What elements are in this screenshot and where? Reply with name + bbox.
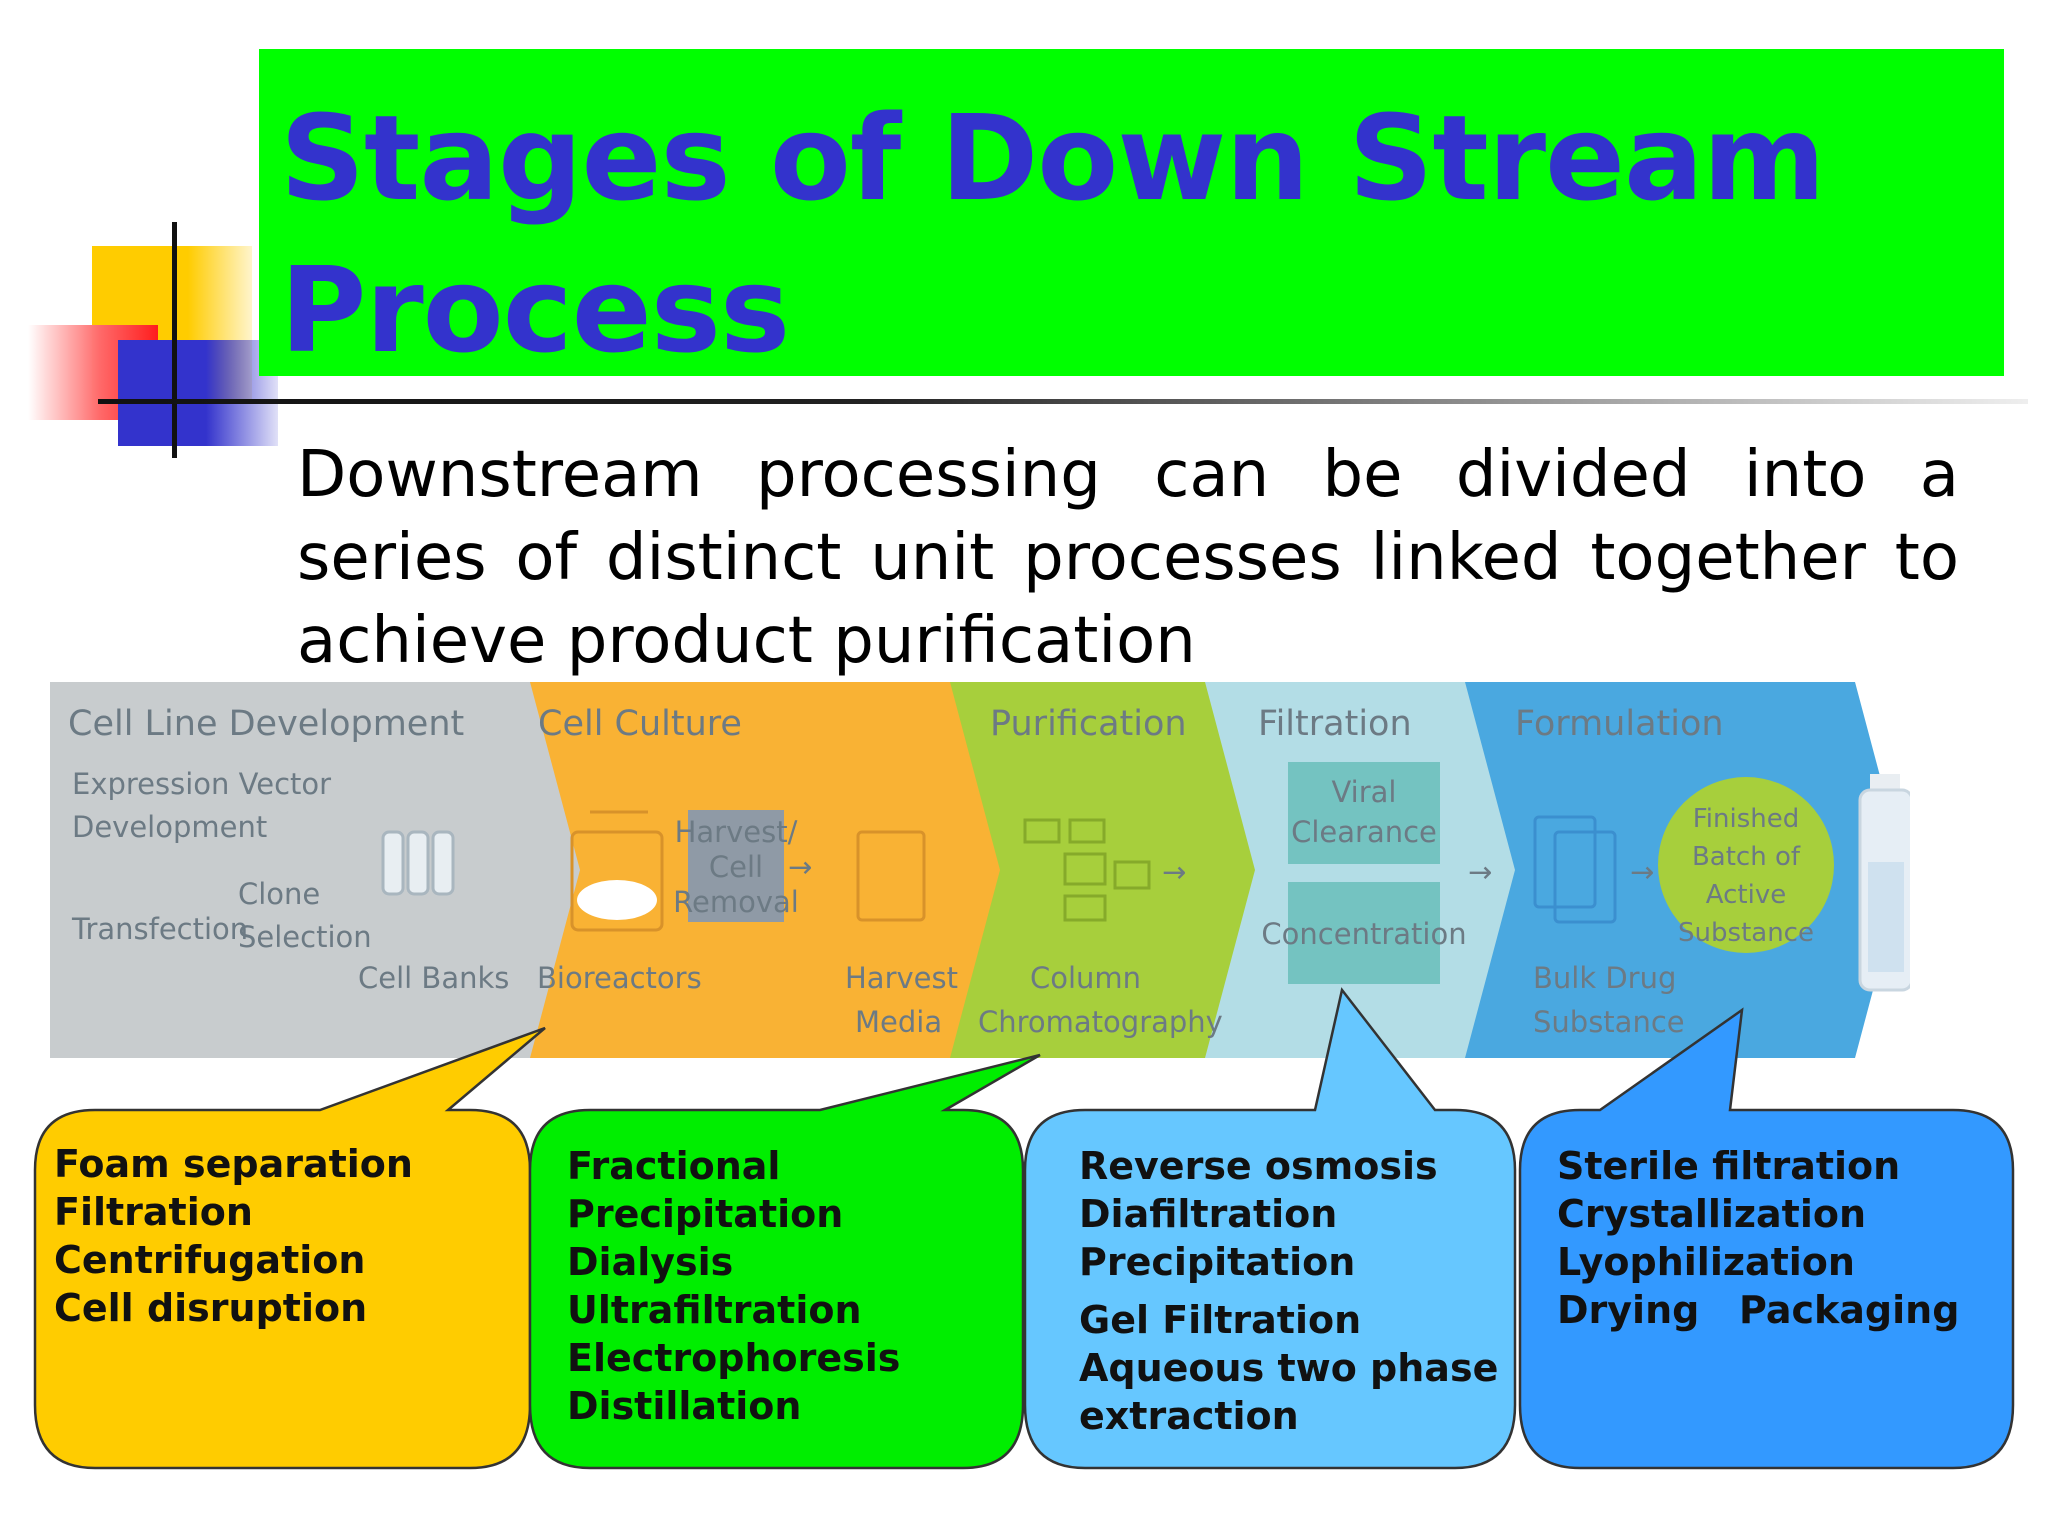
stage-purification-bg xyxy=(930,682,1255,1058)
method-item: Crystallization xyxy=(1557,1192,1867,1236)
callout-filtration-methods: Reverse osmosis Diafiltration Precipitat… xyxy=(1079,1142,1519,1440)
viral-clearance-box xyxy=(1288,762,1440,864)
process-banner-graphic: Cell Line Development Cell Culture Purif… xyxy=(50,682,1910,1058)
method-item: Ultrafiltration xyxy=(567,1288,862,1332)
stage-label: Substance xyxy=(1533,1005,1685,1039)
stage-label: Column xyxy=(1030,961,1141,995)
callout-formulation-methods: Sterile filtration Crystallization Lyoph… xyxy=(1557,1142,1997,1334)
method-item: Fractional xyxy=(567,1144,781,1188)
method-item: Lyophilization xyxy=(1557,1240,1855,1284)
stage-cell-line-bg xyxy=(50,682,580,1058)
column-chromatography-icon xyxy=(1023,818,1151,922)
stage-label: Concentration xyxy=(1261,917,1466,951)
stage-heading-purification: Purification xyxy=(990,704,1187,744)
stage-label: Transfection xyxy=(71,912,248,946)
stage-label: Cell Banks xyxy=(358,961,509,995)
title-underline xyxy=(98,399,2028,404)
stage-heading-cell-line: Cell Line Development xyxy=(68,704,464,744)
slide-title: Stages of Down Stream Process xyxy=(280,89,1826,379)
arrow-icon: → xyxy=(1162,855,1186,889)
stage-label: Removal xyxy=(673,885,799,919)
stage-label: Clearance xyxy=(1291,815,1437,849)
callout-cell-culture-methods: Foam separation Filtration Centrifugatio… xyxy=(54,1140,504,1332)
stage-label: Bioreactors xyxy=(537,961,702,995)
method-item: Reverse osmosis xyxy=(1079,1144,1438,1188)
arrow-icon: → xyxy=(788,850,812,884)
stage-label: Harvest xyxy=(845,961,958,995)
finished-batch-circle xyxy=(1658,777,1834,953)
stage-heading-filtration: Filtration xyxy=(1258,704,1412,744)
method-item: Drying Packaging xyxy=(1557,1288,1960,1332)
method-item: Foam separation xyxy=(54,1142,413,1186)
stage-label: Bulk Drug xyxy=(1533,961,1676,995)
method-item: Filtration xyxy=(54,1190,253,1234)
bioreactor-icon xyxy=(570,810,664,932)
stage-label: Clone xyxy=(238,877,320,911)
product-bottles-icon xyxy=(1858,774,1910,992)
process-banner: Cell Line Development Cell Culture Purif… xyxy=(50,682,1910,1058)
method-item: Diafiltration xyxy=(1079,1192,1338,1236)
stage-label: Harvest/ xyxy=(675,815,798,849)
title-background xyxy=(259,49,2004,376)
concentration-box xyxy=(1288,882,1440,984)
harvest-media-icon xyxy=(856,830,926,922)
method-item: Aqueous two phase xyxy=(1079,1346,1499,1390)
harvest-cell-removal-box xyxy=(688,810,784,922)
arrow-icon: → xyxy=(1468,855,1492,889)
stage-label: Substance xyxy=(1678,918,1814,948)
vials-icon xyxy=(381,830,455,896)
method-item: Centrifugation xyxy=(54,1238,366,1282)
method-item: Sterile filtration xyxy=(1557,1144,1901,1188)
stage-heading-cell-culture: Cell Culture xyxy=(538,704,742,744)
stage-heading-formulation: Formulation xyxy=(1515,704,1724,744)
method-item: Precipitation xyxy=(567,1192,844,1236)
decorative-vertical-line xyxy=(172,222,177,458)
stage-label: Cell xyxy=(709,850,763,884)
bulk-drug-icon xyxy=(1533,815,1617,924)
stage-label: Development xyxy=(72,810,267,844)
callout-purification-methods: Fractional Precipitation Dialysis Ultraf… xyxy=(567,1142,1007,1430)
stage-label: Active xyxy=(1706,880,1786,910)
method-item: extraction xyxy=(1079,1394,1299,1438)
method-item: Electrophoresis xyxy=(567,1336,901,1380)
stage-label: Viral xyxy=(1331,775,1396,809)
method-item: Precipitation xyxy=(1079,1240,1356,1284)
stage-label: Media xyxy=(855,1005,942,1039)
method-item: Distillation xyxy=(567,1384,802,1428)
method-item: Dialysis xyxy=(567,1240,734,1284)
method-item: Gel Filtration xyxy=(1079,1298,1362,1342)
stage-label: Expression Vector xyxy=(72,767,331,801)
decorative-blue-square xyxy=(118,340,278,446)
stage-label: Selection xyxy=(238,920,372,954)
stage-label: Chromatography xyxy=(978,1005,1223,1039)
stage-label: Finished xyxy=(1693,804,1800,834)
intro-paragraph: Downstream processing can be divided int… xyxy=(297,438,1959,678)
method-item: Cell disruption xyxy=(54,1286,368,1330)
stage-label: Batch of xyxy=(1692,842,1801,872)
arrow-icon: → xyxy=(1630,855,1654,889)
